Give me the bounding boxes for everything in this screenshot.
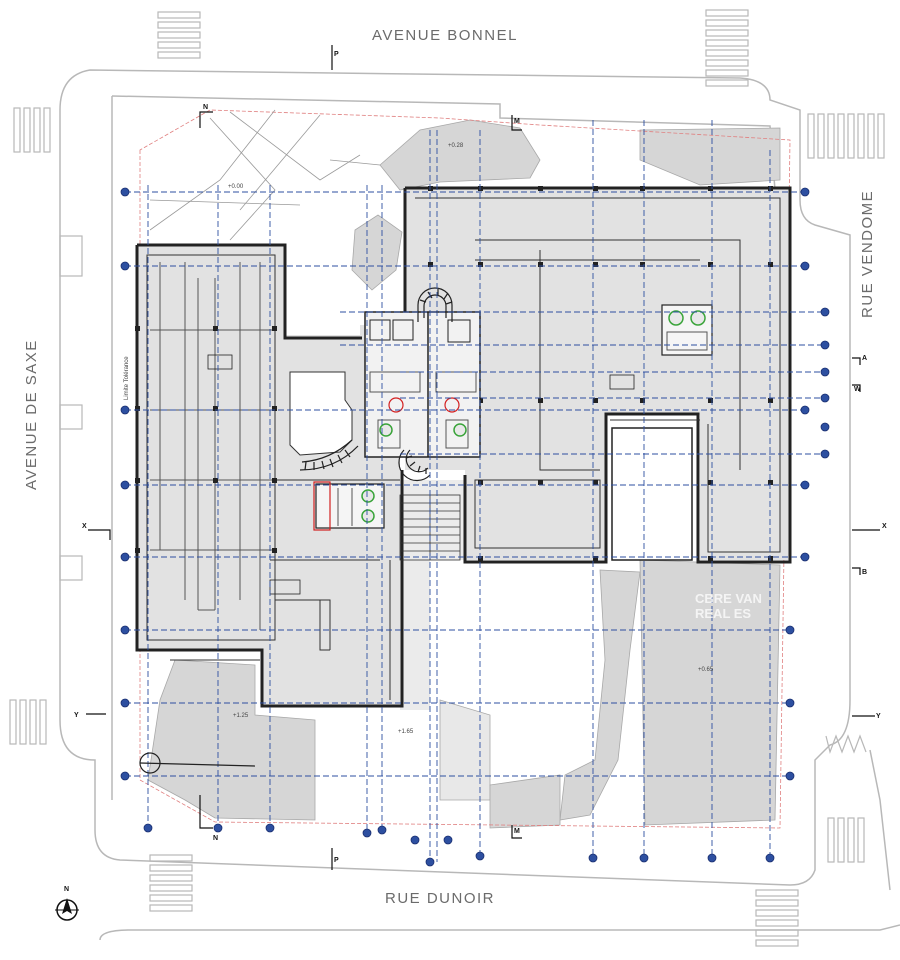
floor-areas [137, 188, 790, 710]
watermark-line-2: REAL ES [695, 606, 751, 621]
structural-columns [135, 186, 773, 561]
street-south: RUE DUNOIR [385, 890, 495, 907]
inner-courtyard [289, 371, 353, 456]
compass: N [55, 886, 79, 921]
grid-bubbles [120, 187, 830, 867]
marker-b-right: B [862, 569, 867, 576]
crosswalks [9, 9, 885, 947]
spiral-stairs [299, 287, 453, 482]
level-label-3: +1.25 [233, 713, 249, 719]
street-east: RUE VENDOME [859, 190, 876, 318]
compass-label: N [64, 886, 69, 893]
marker-p-top: P [334, 51, 339, 58]
west-wc-block [313, 481, 385, 531]
level-label-1: +0.00 [228, 184, 244, 190]
marker-y-left: Y [74, 712, 79, 719]
level-label-4: +1.65 [398, 729, 414, 735]
landscape-lines [149, 109, 381, 241]
inner-walls [146, 197, 781, 700]
west-wing-label: Limite Tolérance [124, 356, 130, 400]
watermark-line-1: CBRE VAN [695, 591, 762, 606]
marker-m-bottom: M [514, 828, 520, 835]
level-label-2: +0.28 [448, 143, 464, 149]
marker-x-right: X [882, 523, 887, 530]
marker-n-bottom: N [213, 835, 218, 842]
central-core [364, 311, 481, 458]
marker-w-right: W [854, 386, 861, 393]
east-wc-block [661, 304, 713, 356]
reference-symbol [139, 752, 256, 774]
west-wing-racks [150, 262, 275, 630]
level-label-5: +0.65 [698, 667, 714, 673]
site-gray-areas [147, 119, 781, 829]
structural-grid [125, 120, 825, 862]
marker-a-right: A [862, 355, 867, 362]
street-north: AVENUE BONNEL [372, 27, 518, 44]
section-cut-lines [86, 45, 880, 870]
east-courtyard [611, 427, 693, 561]
street-outlines [59, 69, 900, 941]
marker-p-bottom: P [334, 857, 339, 864]
building-walls [135, 186, 792, 708]
marker-m-top: M [514, 118, 520, 125]
marker-n-top: N [203, 104, 208, 111]
marker-x-left: X [82, 523, 87, 530]
marker-y-right: Y [876, 713, 881, 720]
street-west: AVENUE DE SAXE [23, 339, 40, 490]
